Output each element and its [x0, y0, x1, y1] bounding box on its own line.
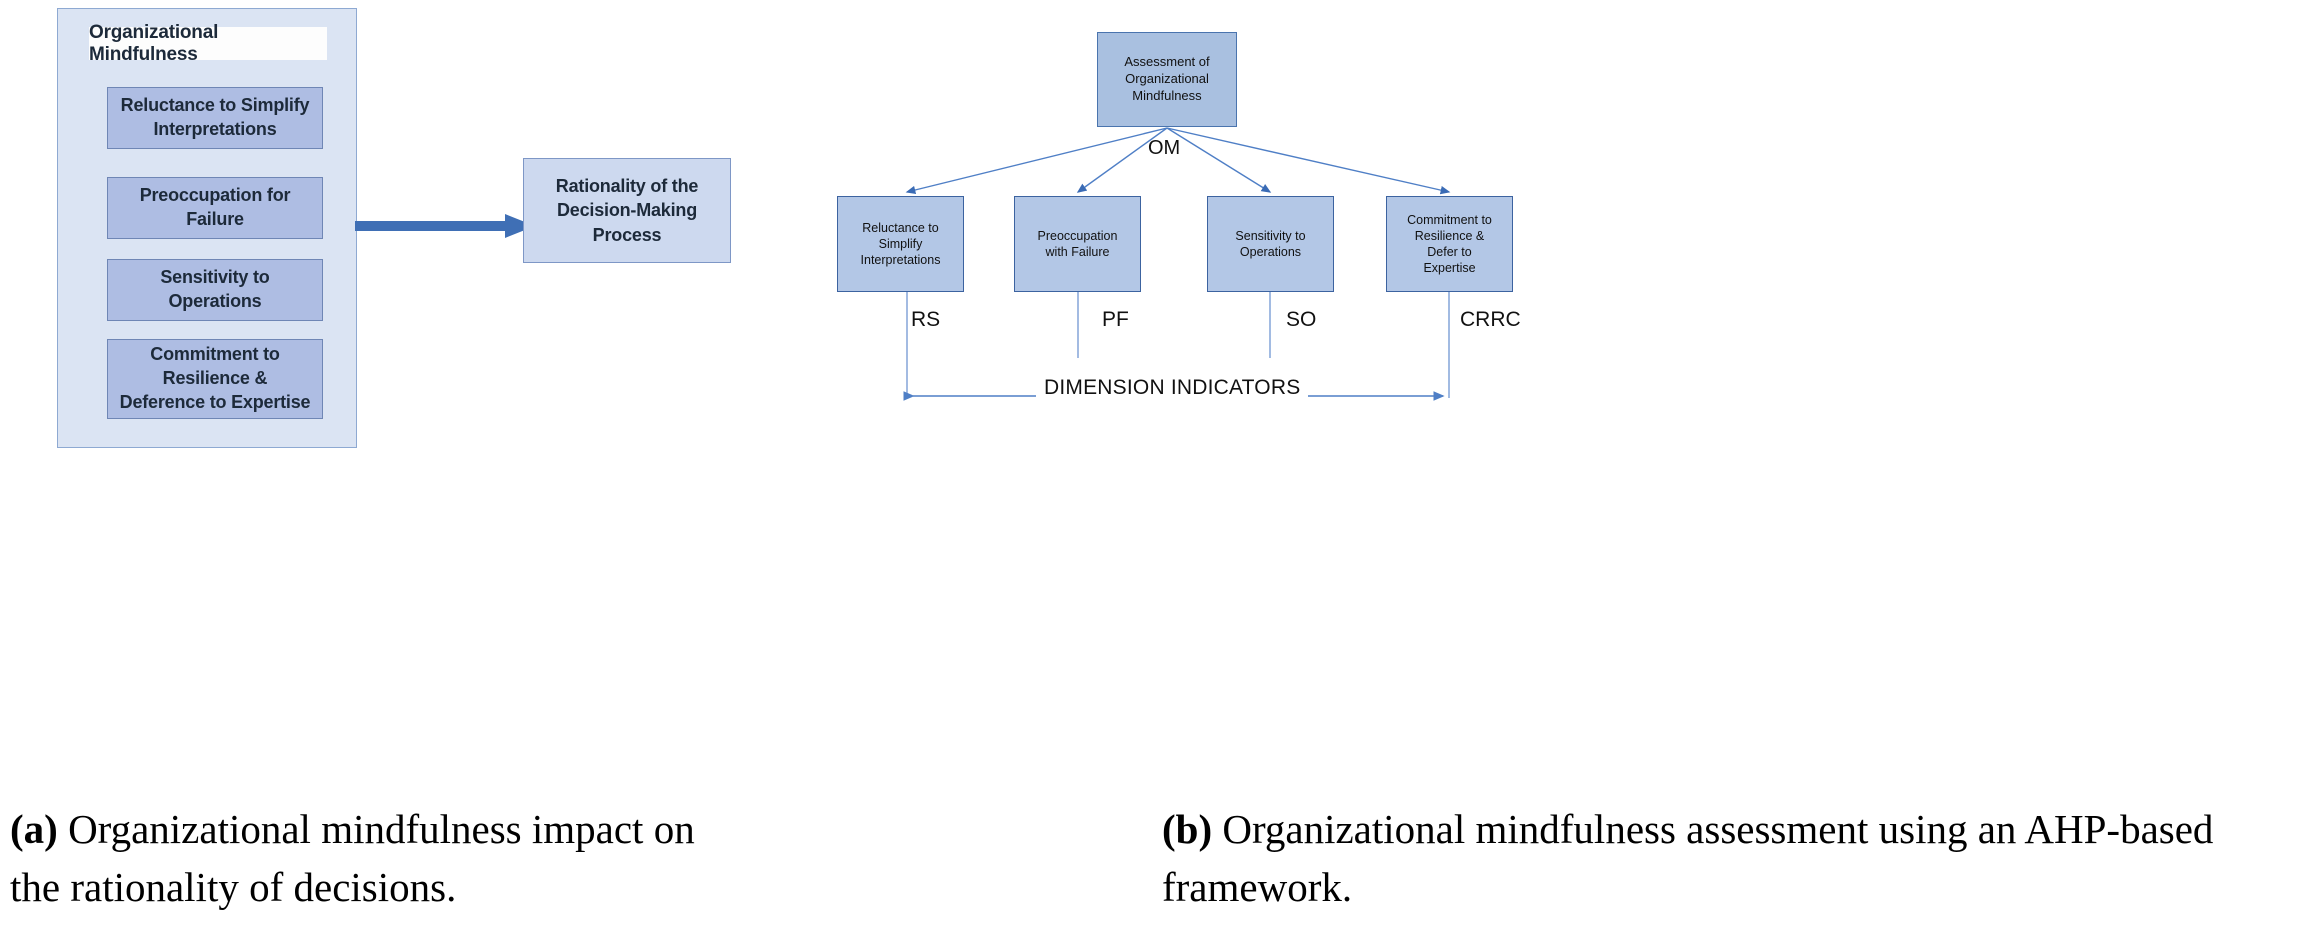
caption-a-text: Organizational mindfulness impact on the… — [10, 806, 695, 911]
impact-arrow-icon — [355, 214, 535, 238]
caption-a-marker: (a) — [10, 806, 58, 852]
panel-title: Organizational Mindfulness — [89, 22, 327, 65]
abbr-label-pf: PF — [1102, 308, 1129, 331]
om-edge-label: OM — [1148, 137, 1181, 159]
caption-b: (b) Organizational mindfulness assessmen… — [1162, 800, 2312, 916]
abbr-label-crrc: CRRC — [1460, 308, 1521, 331]
caption-b-text: Organizational mindfulness assessment us… — [1162, 806, 2214, 911]
abbr-label-so: SO — [1286, 308, 1317, 331]
abbr-label-rs: RS — [911, 308, 941, 331]
dimension-indicators-label: DIMENSION INDICATORS — [1036, 376, 1309, 400]
caption-b-marker: (b) — [1162, 806, 1213, 852]
caption-a: (a) Organizational mindfulness impact on… — [10, 800, 750, 916]
organizational-mindfulness-panel: Organizational Mindfulness Reluctance to… — [57, 8, 357, 448]
